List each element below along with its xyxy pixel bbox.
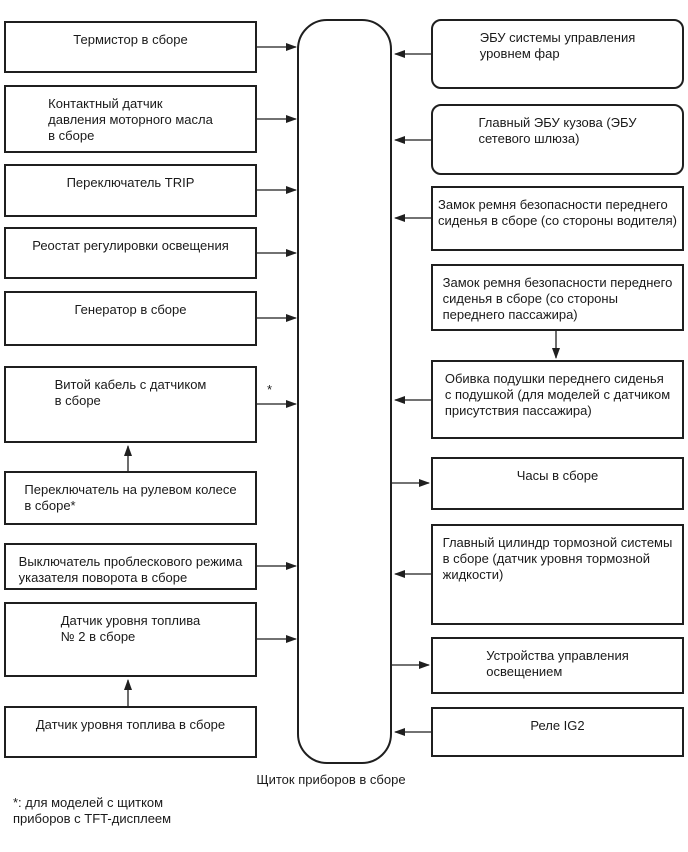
arrow-asterisk-marker: *	[267, 382, 273, 397]
node-light-control-rheostat: Реостат регулировки освещения	[4, 227, 257, 279]
node-label: Термистор в сборе	[73, 32, 188, 47]
node-label: Датчик уровня топлива № 2 в сборе	[60, 613, 201, 644]
node-headlight-leveling-ecu: ЭБУ системы управления уровнем фар	[431, 19, 684, 89]
node-clock: Часы в сборе	[431, 457, 684, 510]
node-label: Обивка подушки переднего сиденья с подуш…	[444, 371, 671, 418]
node-label: Часы в сборе	[516, 468, 599, 483]
node-label: Главный цилиндр тормозной системы в сбор…	[442, 535, 673, 582]
node-label: Замок ремня безопасности переднего сиден…	[437, 197, 677, 228]
node-label: Главный ЭБУ кузова (ЭБУ сетевого шлюза)	[478, 115, 637, 146]
node-fuel-sender-gauge-2: Датчик уровня топлива № 2 в сборе	[4, 602, 257, 677]
node-label: Переключатель на рулевом колесе в сборе*	[24, 482, 237, 513]
node-label: Переключатель TRIP	[66, 175, 195, 190]
node-label: Контактный датчик давления моторного мас…	[48, 96, 213, 143]
node-label: Замок ремня безопасности переднего сиден…	[442, 275, 673, 322]
node-thermistor: Термистор в сборе	[4, 21, 257, 73]
node-seat-belt-buckle-driver: Замок ремня безопасности переднего сиден…	[431, 186, 684, 251]
node-turn-signal-flasher-switch: Выключатель проблескового режима указате…	[4, 543, 257, 590]
node-trip-switch: Переключатель TRIP	[4, 164, 257, 217]
node-main-body-ecu: Главный ЭБУ кузова (ЭБУ сетевого шлюза)	[431, 104, 684, 175]
node-label: Реле IG2	[530, 718, 585, 733]
node-label: ЭБУ системы управления уровнем фар	[479, 30, 636, 61]
node-oil-pressure-switch: Контактный датчик давления моторного мас…	[4, 85, 257, 153]
instrument-cluster-caption: Щиток приборов в сборе	[256, 772, 406, 787]
node-generator: Генератор в сборе	[4, 291, 257, 346]
node-instrument-cluster	[297, 19, 392, 764]
node-label: Генератор в сборе	[74, 302, 187, 317]
node-label: Выключатель проблескового режима указате…	[18, 554, 243, 585]
node-fuel-sender-gauge: Датчик уровня топлива в сборе	[4, 706, 257, 758]
node-brake-master-cylinder: Главный цилиндр тормозной системы в сбор…	[431, 524, 684, 625]
node-ig2-relay: Реле IG2	[431, 707, 684, 757]
footnote: *: для моделей с щитком приборов с TFT-д…	[13, 795, 172, 826]
node-label: Устройства управления освещением	[486, 648, 629, 679]
node-seat-belt-buckle-passenger: Замок ремня безопасности переднего сиден…	[431, 264, 684, 331]
node-seat-cushion-pad: Обивка подушки переднего сиденья с подуш…	[431, 360, 684, 439]
node-label: Витой кабель с датчиком в сборе	[54, 377, 207, 408]
node-lighting-control-devices: Устройства управления освещением	[431, 637, 684, 694]
node-spiral-cable-with-sensor: Витой кабель с датчиком в сборе	[4, 366, 257, 443]
node-label: Реостат регулировки освещения	[32, 238, 229, 253]
node-label: Датчик уровня топлива в сборе	[35, 717, 226, 732]
node-steering-pad-switch: Переключатель на рулевом колесе в сборе*	[4, 471, 257, 525]
